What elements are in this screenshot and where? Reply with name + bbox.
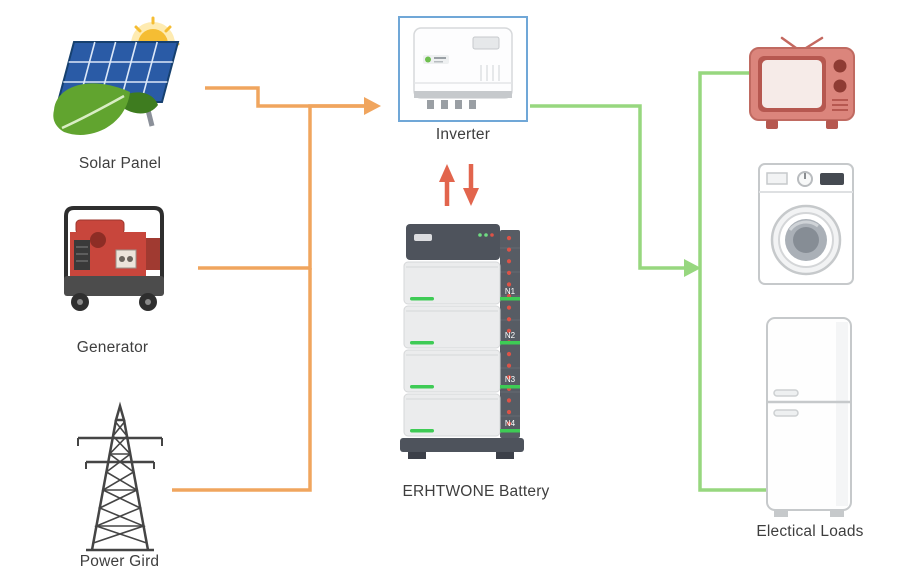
battery-module-label-n3: N3 (505, 375, 516, 384)
grid-to-inverter-line (172, 268, 312, 492)
generator-label: Generator (76, 339, 149, 356)
battery-charge-arrowhead (439, 164, 455, 182)
inverter-input-arrowhead (364, 97, 381, 115)
battery-modules: N1 N2 N3 N4 (403, 261, 520, 437)
solar-panel-label: Solar Panel (78, 155, 162, 172)
battery-icon: N1 N2 N3 N4 (400, 224, 524, 459)
generator-icon (64, 206, 164, 311)
solar-panel-icon (53, 16, 180, 135)
fridge-icon (766, 317, 852, 517)
inverter-node (398, 16, 528, 122)
battery-label: ERHTWONE Battery (402, 483, 550, 500)
loads-arrowhead (684, 259, 701, 277)
inverter-label: Inverter (435, 126, 491, 143)
washing-machine-icon (758, 163, 854, 285)
leaf-icon (53, 83, 158, 135)
generator-to-inverter-line (198, 104, 366, 270)
battery-module-label-n2: N2 (505, 331, 516, 340)
power-grid-label: Power Gird (79, 553, 160, 570)
inverter-to-loads-line (530, 104, 686, 270)
inverter-icon (413, 27, 513, 109)
battery-module-label-n4: N4 (505, 419, 516, 428)
electrical-loads-label: Electical Loads (756, 523, 864, 540)
tv-icon (749, 36, 855, 129)
battery-discharge-arrowhead (463, 188, 479, 206)
solar-to-inverter-line (205, 86, 366, 108)
power-grid-icon (77, 401, 163, 552)
battery-module-label-n1: N1 (505, 287, 516, 296)
